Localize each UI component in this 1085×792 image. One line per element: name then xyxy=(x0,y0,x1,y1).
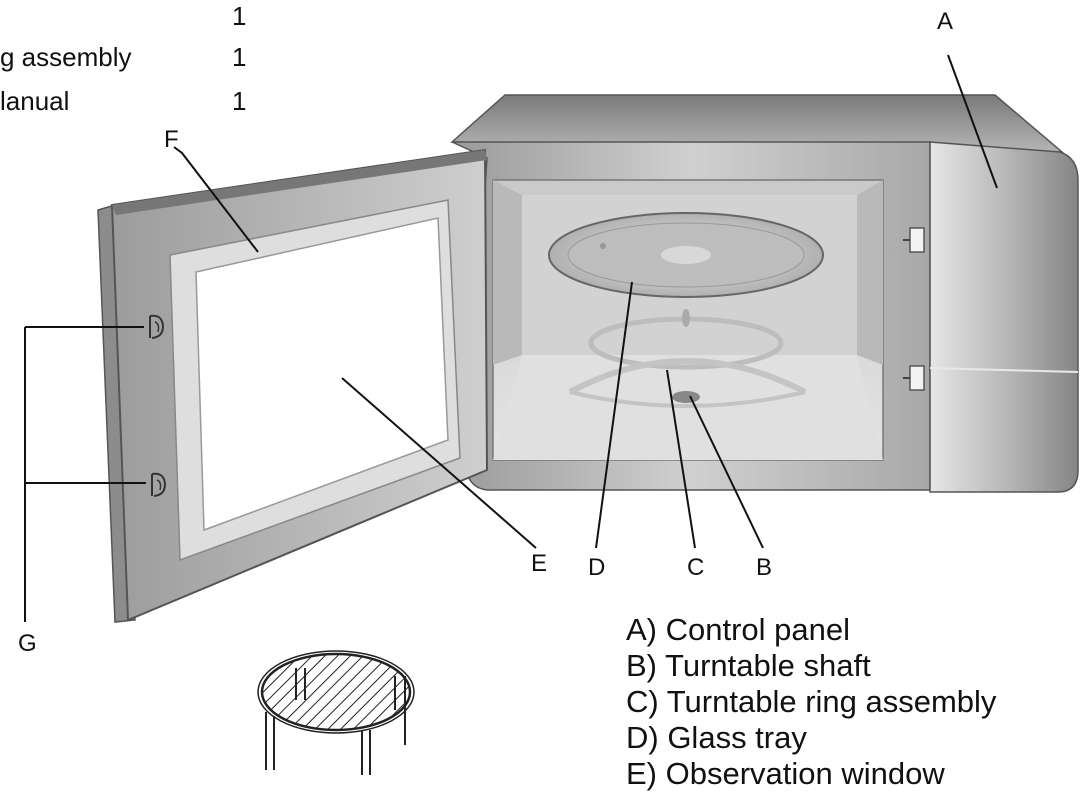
parts-qty-2: 1 xyxy=(232,42,247,72)
leader-E xyxy=(341,377,537,549)
turntable-shaft xyxy=(672,391,700,403)
wire-rack xyxy=(257,650,415,775)
parts-qty-1: 1 xyxy=(232,1,247,31)
parts-item-3: lanual xyxy=(0,86,70,116)
legend-item-d: D) Glass tray xyxy=(626,720,807,755)
control-panel xyxy=(929,141,1079,493)
label-E: E xyxy=(531,550,548,577)
leader-C xyxy=(666,369,696,549)
legend-item-a: A) Control panel xyxy=(626,612,851,647)
label-B: B xyxy=(756,554,773,581)
legend-item-c: C) Turntable ring assembly xyxy=(626,684,997,719)
parts-item-2: g assembly xyxy=(0,42,132,72)
label-G: G xyxy=(18,630,37,657)
label-A: A xyxy=(937,8,954,35)
door-latch-bottom xyxy=(151,472,167,497)
legend-item-e: E) Observation window xyxy=(626,756,945,791)
door-latch-top xyxy=(149,314,165,339)
label-F: F xyxy=(164,126,179,153)
leader-F xyxy=(173,146,259,253)
legend-item-b: B) Turntable shaft xyxy=(626,648,871,683)
label-C: C xyxy=(687,554,705,581)
oven-cavity xyxy=(492,179,925,461)
parts-legend: A) Control panel B) Turntable shaft C) T… xyxy=(626,612,996,792)
leader-A xyxy=(947,54,998,189)
leader-B xyxy=(689,395,764,549)
observation-window xyxy=(195,217,449,532)
label-D: D xyxy=(588,554,606,581)
parts-qty-3: 1 xyxy=(232,86,247,116)
leader-lines xyxy=(24,54,998,622)
door xyxy=(97,148,489,623)
leader-D xyxy=(595,281,633,549)
leader-G xyxy=(24,326,146,622)
